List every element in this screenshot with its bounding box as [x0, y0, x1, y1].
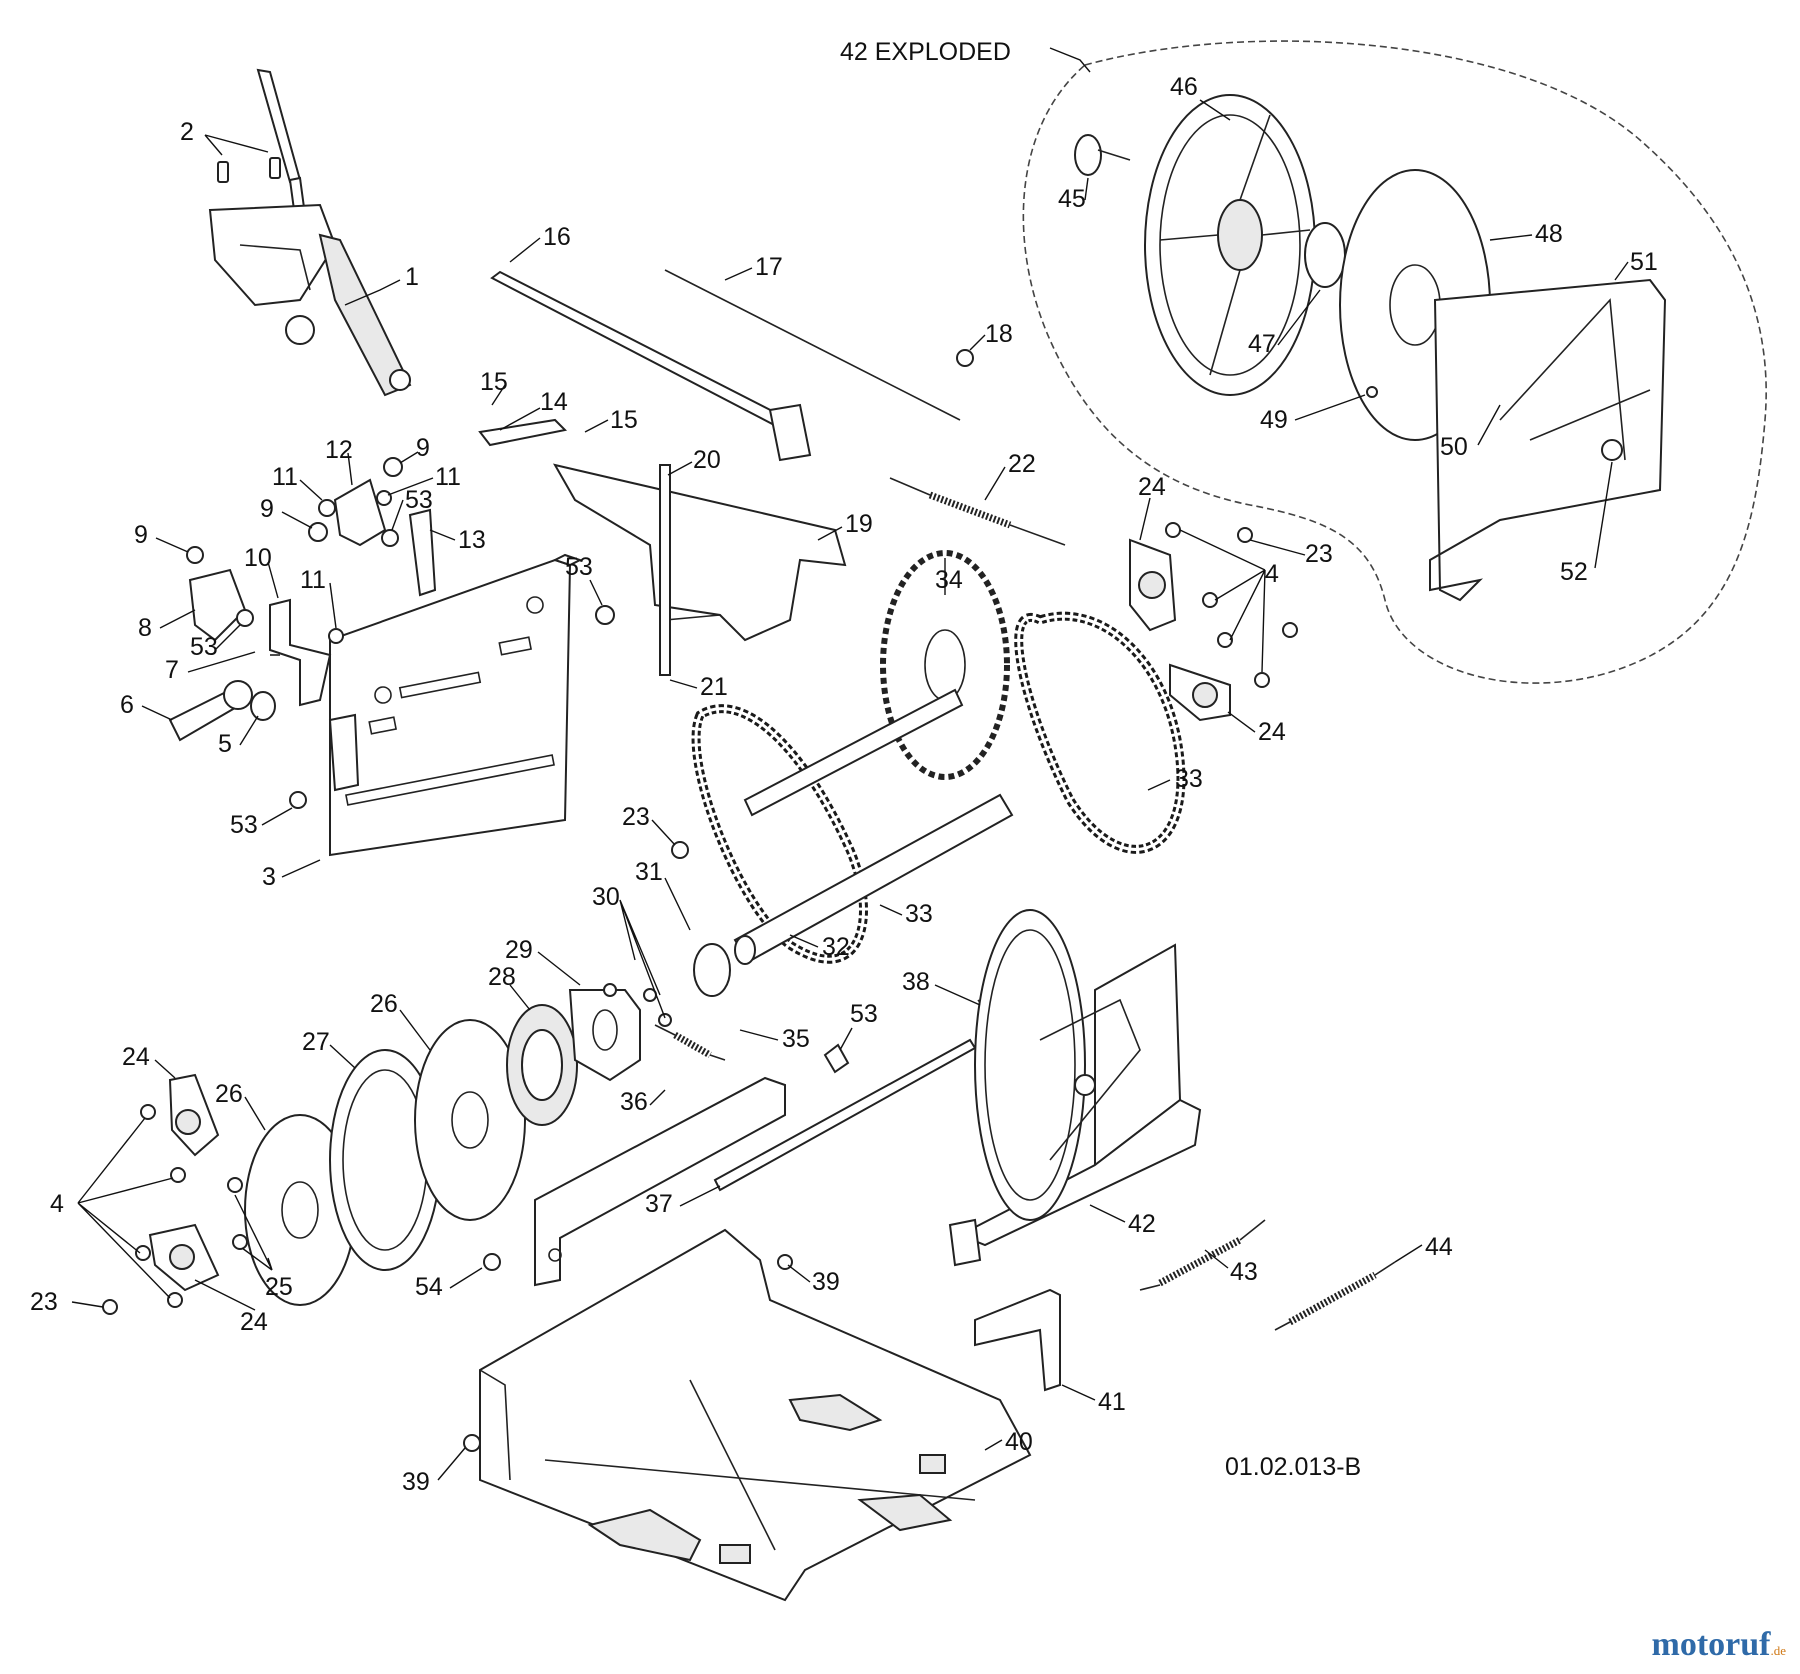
callout: 33 [905, 900, 933, 928]
callout: 17 [755, 253, 783, 281]
callout: 1 [405, 263, 419, 291]
watermark-logo: motoruf.de [1651, 1626, 1787, 1663]
callout: 27 [302, 1028, 330, 1056]
callout: 38 [902, 968, 930, 996]
callout: 53 [230, 811, 258, 839]
callout: 9 [260, 495, 274, 523]
callout: 47 [1248, 330, 1276, 358]
callout: 14 [540, 388, 568, 416]
callout: 52 [1560, 558, 1588, 586]
callout: 16 [543, 223, 571, 251]
callout: 33 [1175, 765, 1203, 793]
callout: 23 [622, 803, 650, 831]
group-label: 42 EXPLODED [840, 38, 1011, 66]
callout: 15 [610, 406, 638, 434]
callout: 4 [50, 1190, 64, 1218]
callout: 54 [415, 1273, 443, 1301]
callout: 9 [134, 521, 148, 549]
callout: 34 [935, 566, 963, 594]
callout: 26 [215, 1080, 243, 1108]
part-32-axle [733, 688, 1014, 965]
part-22-spring [889, 477, 1066, 546]
callout: 53 [565, 553, 593, 581]
callout: 24 [122, 1043, 150, 1071]
callout: 7 [165, 656, 179, 684]
callout: 4 [1265, 560, 1279, 588]
callout: 24 [1258, 718, 1286, 746]
callout: 32 [822, 933, 850, 961]
callout: 9 [416, 434, 430, 462]
parts-45-52-exploded-wheel [1074, 94, 1667, 602]
parts-43-44-springs [1139, 1219, 1396, 1331]
callout: 3 [262, 863, 276, 891]
callout: 25 [265, 1273, 293, 1301]
callout: 31 [635, 858, 663, 886]
callout: 26 [370, 990, 398, 1018]
callout: 11 [300, 566, 326, 594]
callout: 51 [1630, 248, 1658, 276]
callout: 41 [1098, 1388, 1126, 1416]
parts-5-13-linkage-hardware [168, 457, 615, 809]
callout: 11 [272, 463, 298, 491]
callout: 37 [645, 1190, 673, 1218]
callout: 45 [1058, 185, 1086, 213]
callout: 50 [1440, 433, 1468, 461]
callout: 2 [180, 118, 194, 146]
part-2-bolts [217, 157, 281, 183]
callout: 39 [812, 1268, 840, 1296]
parts-26-29-drive-discs [244, 943, 731, 1306]
part-33-chains [691, 611, 1186, 964]
callout: 30 [592, 883, 620, 911]
exploded-group-outline [1022, 40, 1767, 684]
callout: 10 [244, 544, 272, 572]
callout: 53 [190, 633, 218, 661]
callout: 40 [1005, 1428, 1033, 1456]
part-41-bracket [974, 1288, 1061, 1392]
callout: 42 [1128, 1210, 1156, 1238]
callout: 23 [1305, 540, 1333, 568]
callout: 49 [1260, 406, 1288, 434]
callout: 6 [120, 691, 134, 719]
parts-24-flange-bearings-left [102, 1073, 278, 1315]
callout: 21 [700, 673, 728, 701]
callout: 20 [693, 446, 721, 474]
callout: 36 [620, 1088, 648, 1116]
callout: 44 [1425, 1233, 1453, 1261]
callout: 8 [138, 614, 152, 642]
parts-14-20-rods [478, 269, 974, 676]
callout: 18 [985, 320, 1013, 348]
callout: 19 [845, 510, 873, 538]
callout: 15 [480, 368, 508, 396]
callout: 43 [1230, 1258, 1258, 1286]
callout: 24 [1138, 473, 1166, 501]
callout: 48 [1535, 220, 1563, 248]
part-1-shift-lever [208, 68, 412, 397]
callout: 22 [1008, 450, 1036, 478]
callout: 29 [505, 936, 533, 964]
callout: 13 [458, 526, 486, 554]
parts-24-flange-bearings [671, 522, 1298, 859]
callout: 24 [240, 1308, 268, 1336]
part-40-bottom-cover [463, 1228, 1032, 1602]
callout: 53 [850, 1000, 878, 1028]
callout: 39 [402, 1468, 430, 1496]
callout: 11 [435, 463, 461, 491]
callout: 53 [405, 486, 433, 514]
callout: 5 [218, 730, 232, 758]
part-42-housing [948, 909, 1202, 1267]
callout: 35 [782, 1025, 810, 1053]
drawing-id: 01.02.013-B [1225, 1453, 1361, 1481]
callout: 23 [30, 1288, 58, 1316]
callout-labels: 42 EXPLODED 1 2 3 4 4 5 6 7 8 9 9 9 10 1… [30, 38, 1658, 1496]
part-3-side-plate [328, 553, 583, 857]
callout: 46 [1170, 73, 1198, 101]
